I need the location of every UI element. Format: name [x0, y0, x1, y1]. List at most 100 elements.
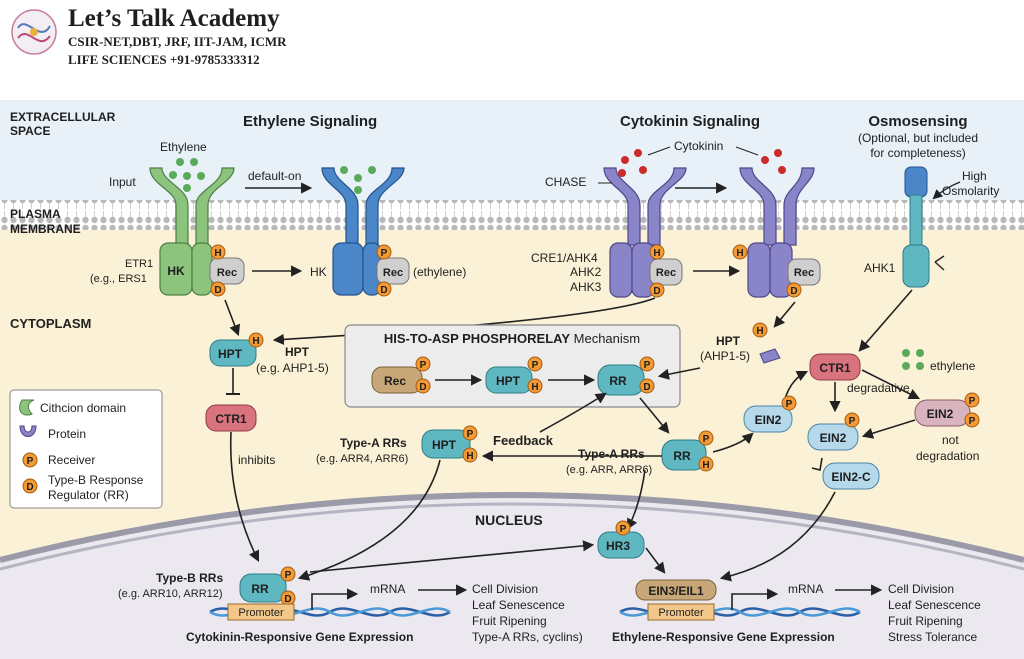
hpt-right-title: HPT [716, 334, 741, 348]
legend-item-0: Cithcion domain [40, 401, 126, 415]
nucleus-label: NUCLEUS [475, 512, 543, 528]
chase-label: CHASE [545, 175, 586, 189]
extracellular-label-2: SPACE [10, 124, 50, 138]
cre1-active-receptor [739, 167, 821, 298]
svg-text:P: P [703, 434, 710, 445]
etr1-rec-label: Rec [217, 267, 237, 279]
etr1-d-badge: D [210, 281, 226, 297]
hpt-left-example: (e.g. AHP1-5) [256, 361, 329, 375]
svg-text:HR3: HR3 [606, 539, 630, 553]
type-a-left-label: Type-A RRs [340, 436, 407, 450]
osmosensing-note-1: (Optional, but included [858, 131, 978, 145]
active-d-badge: D [376, 281, 392, 297]
cre1-label: CRE1/AHK4 [531, 251, 598, 265]
legend-rr-icon: D [22, 478, 38, 494]
svg-text:P: P [27, 456, 34, 467]
relay-hpt: HPT P H [485, 356, 543, 394]
svg-text:P: P [849, 416, 856, 427]
active-ethylene-molecules [340, 166, 376, 194]
default-on-label: default-on [248, 169, 301, 183]
academy-logo [11, 9, 57, 55]
hpt-right-h-badge: H [752, 322, 768, 338]
svg-text:CTR1: CTR1 [215, 412, 247, 426]
active-cre1-d-badge: D [786, 282, 802, 298]
cre1-h-badge: H [649, 244, 665, 260]
ethylene-gene-label: Ethylene-Responsive Gene Expression [612, 630, 835, 644]
hk-plain-label: HK [310, 265, 327, 279]
svg-text:P: P [285, 570, 292, 581]
ethylene-paren-label: (ethylene) [413, 265, 466, 279]
output-left-1: Leaf Senescence [472, 598, 565, 612]
svg-text:D: D [380, 285, 387, 296]
etr1-hk-label: HK [167, 264, 185, 278]
legend-item-4: Regulator (RR) [48, 488, 129, 502]
ahk3-label: AHK3 [570, 280, 602, 294]
output-right-2: Fruit Ripening [888, 614, 963, 628]
ethylene-dots-right [902, 349, 924, 370]
svg-text:D: D [653, 286, 660, 297]
svg-text:EIN2: EIN2 [755, 413, 782, 427]
svg-text:H: H [653, 248, 660, 259]
svg-text:H: H [702, 460, 709, 471]
hpt-right-fragment [759, 348, 781, 364]
cytoplasm-label: CYTOPLASM [10, 316, 91, 331]
osmolarity-arrow [932, 181, 961, 200]
plasma-membrane [0, 200, 1024, 230]
hpt-left-box: HPT H [209, 332, 264, 367]
active-cre1-rec-label: Rec [794, 267, 814, 279]
type-a-right-label: Type-A RRs [578, 447, 645, 461]
ctr1-left-box: CTR1 [205, 404, 257, 432]
output-right-0: Cell Division [888, 582, 954, 596]
high-label: High [962, 169, 987, 183]
ein2-left-box: EIN2 P [743, 395, 797, 433]
active-p-badge: P [376, 244, 392, 260]
legend-item-1: Protein [48, 427, 86, 441]
inhibits-label: inhibits [238, 453, 275, 467]
output-left-0: Cell Division [472, 582, 538, 596]
cre1-rec-label: Rec [656, 267, 676, 279]
hpt-left-title: HPT [285, 345, 310, 359]
active-cre1-h-badge: H [732, 244, 748, 260]
osmosensing-title: Osmosensing [868, 113, 967, 130]
svg-text:H: H [531, 382, 538, 393]
ein2-center-box: EIN2 P [807, 412, 860, 451]
legend-item-3: Type-B Response [48, 473, 144, 487]
ein2c-box: EIN2-C [822, 462, 880, 490]
svg-text:P: P [969, 416, 976, 427]
cytokinin-molecules [618, 149, 647, 177]
cre1-d-badge: D [649, 282, 665, 298]
etr1-example-label: (e.g., ERS1 [90, 273, 147, 285]
svg-text:P: P [381, 248, 388, 259]
svg-text:H: H [214, 248, 221, 259]
header-line1: CSIR-NET,DBT, JRF, IIT-JAM, ICMR [68, 34, 287, 49]
svg-text:EIN2: EIN2 [820, 431, 847, 445]
active-rec-label: Rec [383, 267, 403, 279]
bound-cytokinin [761, 149, 786, 174]
ahk2-label: AHK2 [570, 265, 602, 279]
svg-text:P: P [420, 360, 427, 371]
type-a-rr-left: HPT P H [421, 425, 478, 463]
ctr1-to-rr-arrow [229, 431, 260, 563]
etr1-label: ETR1 [125, 258, 153, 270]
type-a-rr-right: RR P H [661, 430, 714, 472]
output-right-1: Leaf Senescence [888, 598, 981, 612]
phosphorelay-title: HIS-TO-ASP PHOSPHORELAY Mechanism [384, 331, 640, 346]
svg-text:D: D [790, 286, 797, 297]
svg-text:H: H [756, 326, 763, 337]
svg-text:P: P [786, 399, 793, 410]
svg-text:P: P [620, 524, 627, 535]
svg-text:Promoter: Promoter [238, 607, 284, 619]
svg-text:D: D [26, 482, 33, 493]
svg-text:EIN3/EIL1: EIN3/EIL1 [648, 584, 704, 598]
type-b-example: (e.g. ARR10, ARR12) [118, 588, 223, 600]
svg-text:EIN2: EIN2 [927, 407, 954, 421]
relay-rr: RR P D [597, 356, 655, 396]
input-label: Input [109, 175, 136, 189]
ahk1-label: AHK1 [864, 261, 896, 275]
svg-text:H: H [466, 451, 473, 462]
etr1-receptor [149, 167, 245, 296]
hpt-right-example: (AHP1-5) [700, 349, 750, 363]
cytokinin-label: Cytokinin [674, 139, 723, 153]
svg-text:EIN2-C: EIN2-C [831, 470, 871, 484]
legend-domain-icon [19, 399, 35, 416]
